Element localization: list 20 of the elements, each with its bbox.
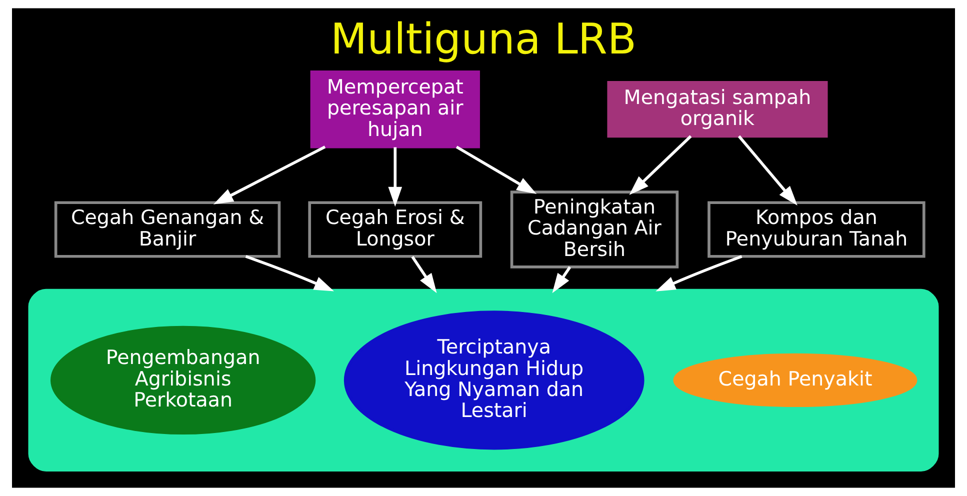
arrow (456, 146, 537, 194)
arrow (245, 255, 334, 292)
node-box: Cegah Genangan & Banjir (54, 201, 281, 258)
node-box: Cegah Erosi & Longsor (308, 201, 482, 258)
arrow (411, 256, 437, 294)
node-ellipse: Cegah Penyakit (673, 353, 918, 408)
node-box: Mempercepat peresapan air hujan (310, 70, 480, 148)
arrow (738, 135, 798, 206)
arrow (552, 266, 572, 294)
node-box: Mengatasi sampah organik (607, 81, 828, 138)
arrow (629, 135, 692, 195)
arrow (213, 146, 326, 204)
arrow (388, 147, 402, 207)
node-ellipse: Terciptanya Lingkungan Hidup Yang Nyaman dan Lestari (344, 310, 644, 450)
node-ellipse: Pengembangan Agribisnis Perkotaan (50, 326, 316, 435)
cluster (28, 288, 939, 472)
arrow (656, 255, 742, 292)
node-box: Peningkatan Cadangan Air Bersih (510, 190, 679, 268)
diagram-title: Multiguna LRB (330, 15, 636, 64)
node-box: Kompos dan Penyuburan Tanah (708, 201, 926, 258)
